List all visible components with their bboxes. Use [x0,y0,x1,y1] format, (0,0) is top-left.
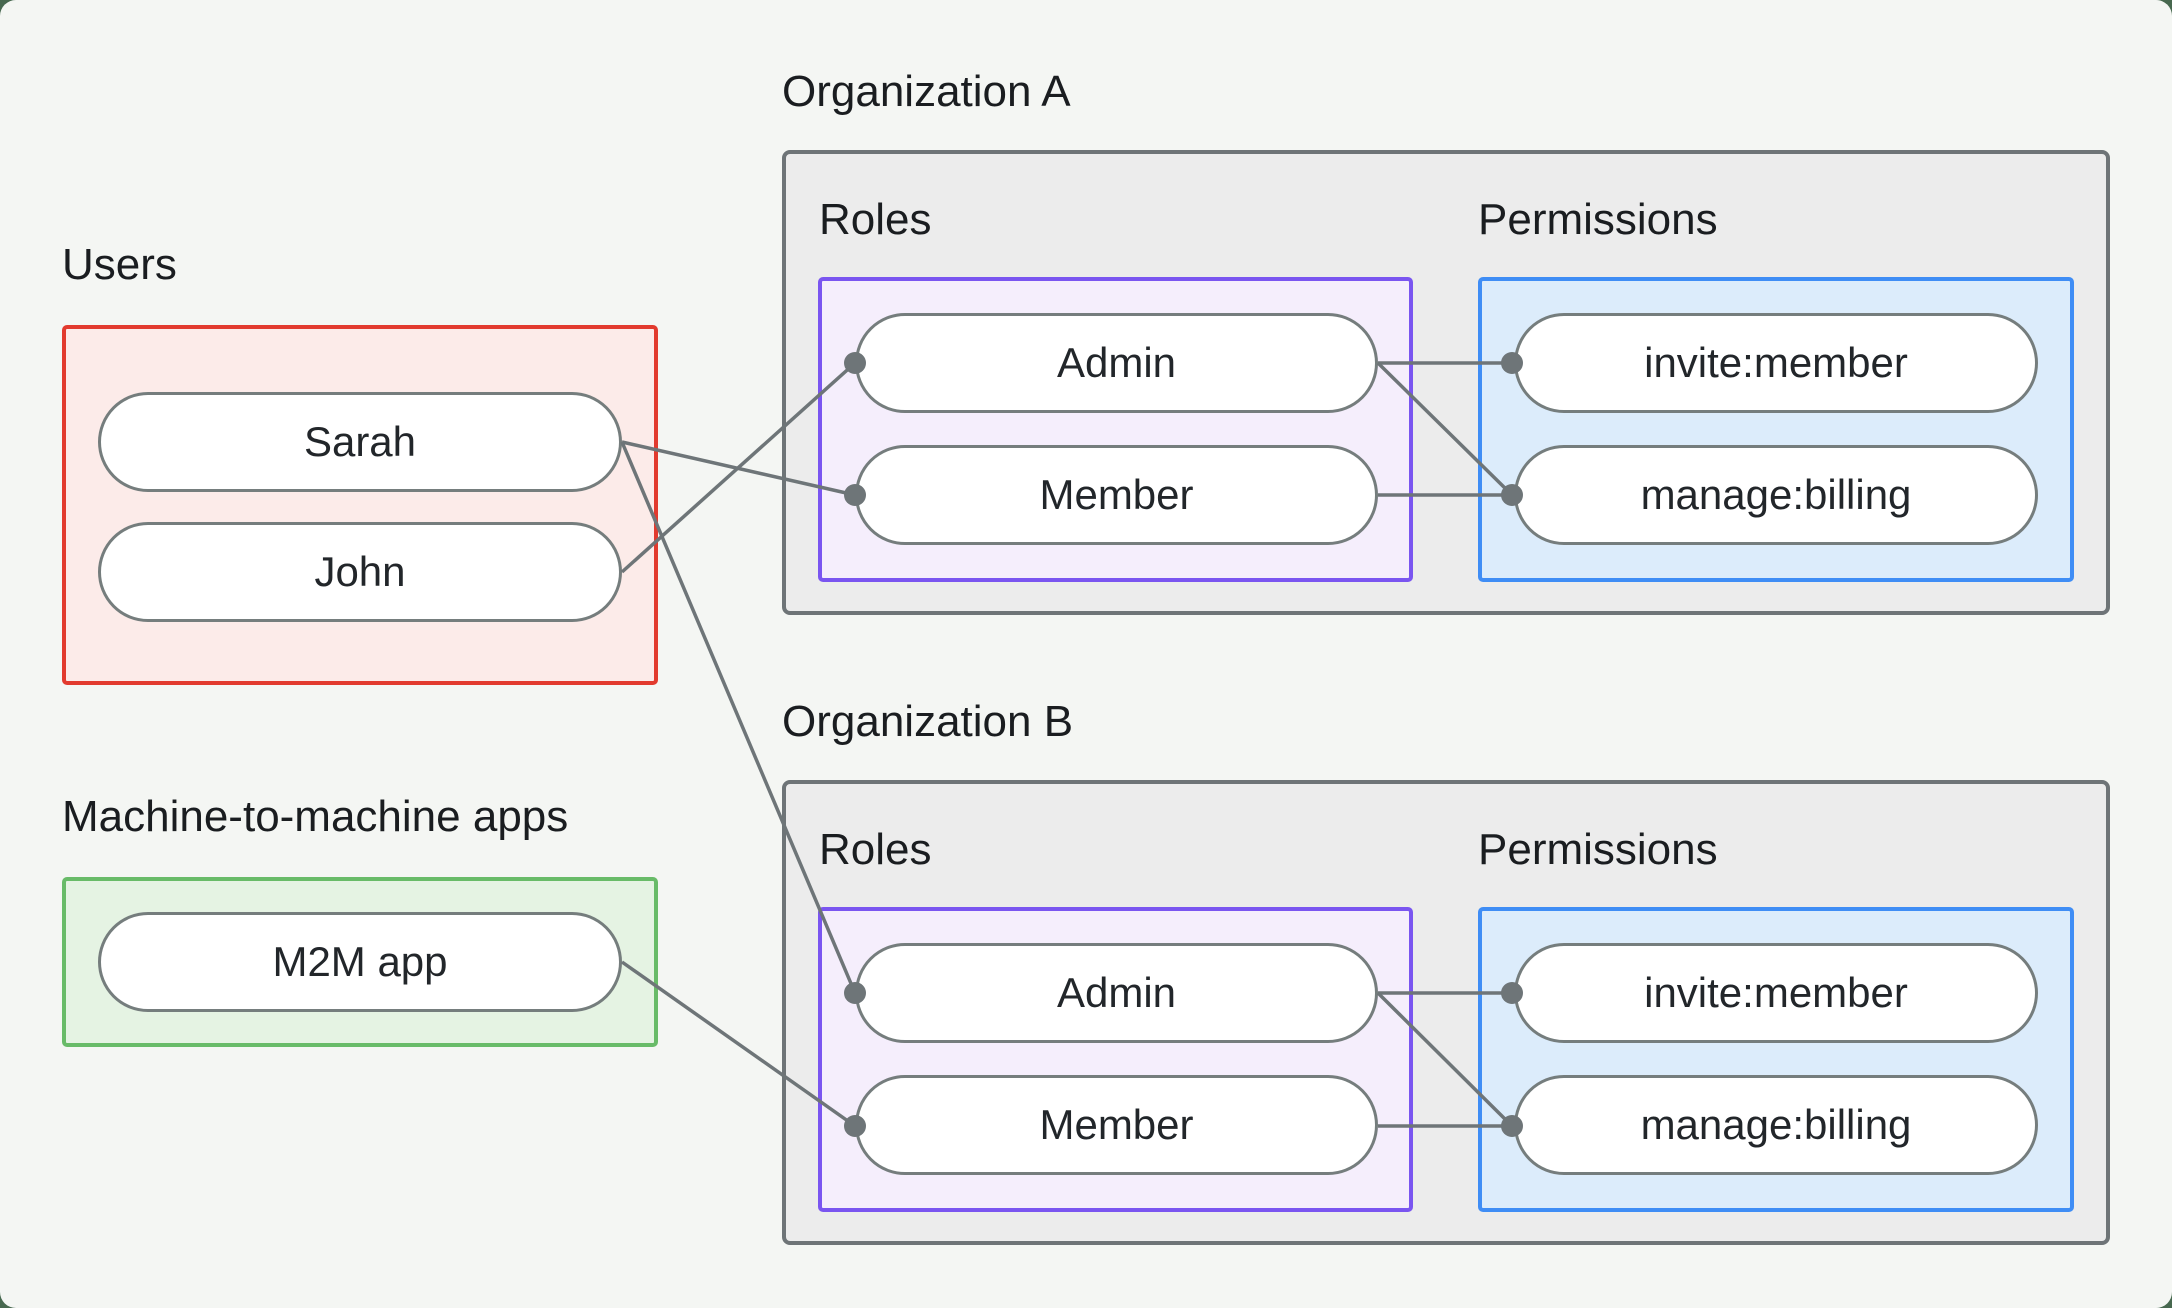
user-node-sarah: Sarah [98,392,622,492]
users-group-label: Users [62,240,177,289]
org-b-title: Organization B [782,697,1074,746]
user-node-john: John [98,522,622,622]
m2m-app-node: M2M app [98,912,622,1012]
org-a-title: Organization A [782,67,1071,116]
org-a-role-member: Member [855,445,1378,545]
org-a-permission-manage-billing: manage:billing [1514,445,2038,545]
org-b-roles-label: Roles [819,825,932,874]
m2m-group-label: Machine-to-machine apps [62,792,569,841]
users-group-box [62,325,658,685]
org-b-role-member: Member [855,1075,1378,1175]
org-b-permission-invite-member: invite:member [1514,943,2038,1043]
org-b-permission-manage-billing: manage:billing [1514,1075,2038,1175]
org-a-permission-invite-member: invite:member [1514,313,2038,413]
org-b-role-admin: Admin [855,943,1378,1043]
org-a-roles-label: Roles [819,195,932,244]
org-a-permissions-label: Permissions [1478,195,1718,244]
org-b-permissions-label: Permissions [1478,825,1718,874]
org-a-role-admin: Admin [855,313,1378,413]
